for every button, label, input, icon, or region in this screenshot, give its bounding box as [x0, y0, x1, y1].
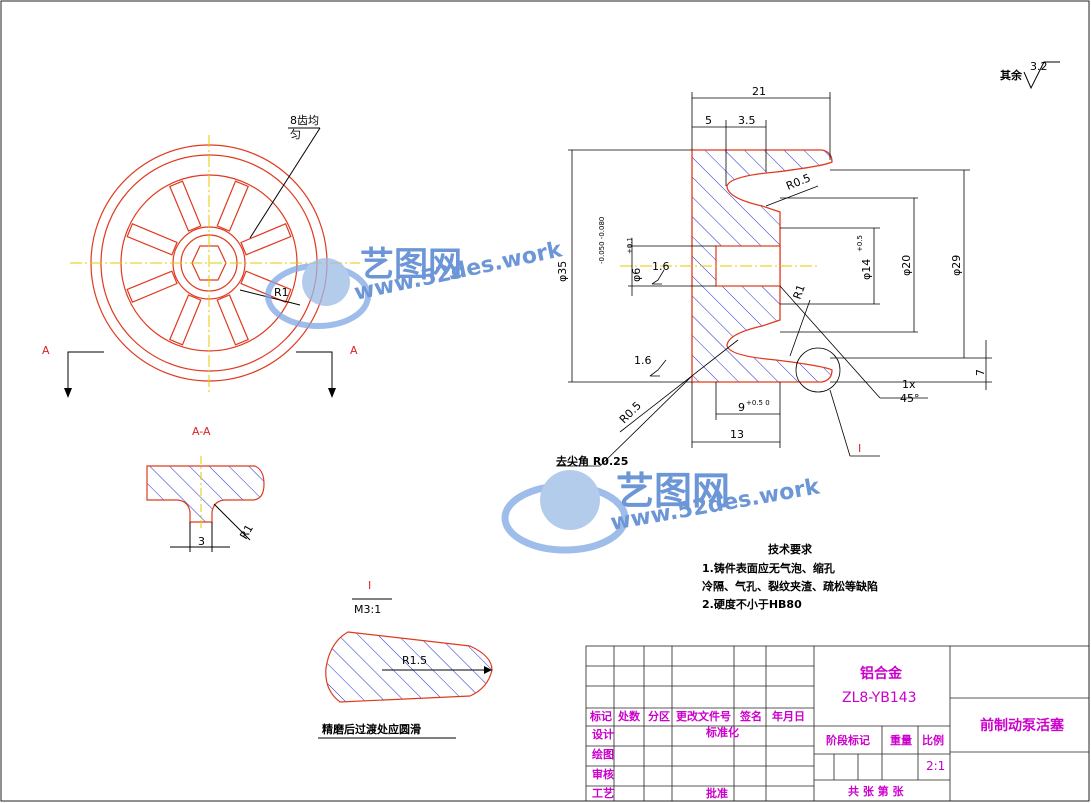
title-block-text: 标记 处数 分区 更改文件号 签名 年月日 设计 标准化 绘图 审核 工艺 批准…: [589, 665, 1065, 800]
wheel-spoke: [240, 223, 292, 256]
main-view-dimensions: [556, 92, 992, 467]
detail-label: I: [368, 579, 371, 592]
wheel-spoke: [216, 180, 249, 232]
dim-chamfer-angle: 45°: [900, 392, 920, 405]
front-radius-label: R1: [274, 286, 289, 299]
dim-bore-len-tol: +0.5 0: [746, 399, 770, 407]
deburr-note: 去尖角 R0.25: [556, 454, 628, 468]
roughness-prefix: 其余: [1000, 68, 1023, 82]
watermark-brand-2: 艺图网: [616, 469, 730, 513]
watermark-1: 艺图网 www.52des.work: [265, 237, 566, 329]
spoke-note-2: 匀: [290, 128, 301, 141]
watermark-brand-1: 艺图网: [360, 245, 462, 285]
section-width-dim: 3: [198, 535, 205, 548]
detail-scale: M3:1: [354, 603, 381, 616]
tb-role-approve: 批准: [706, 786, 728, 800]
dim-hole-dia-tol: +0.1: [626, 237, 634, 254]
watermark-2: 艺图网 www.52des.work: [501, 469, 823, 554]
main-view: [620, 149, 833, 383]
tech-title: 技术要求: [768, 542, 813, 556]
dim-inner-dia: φ14: [860, 259, 873, 280]
dim-dia-20: φ20: [900, 255, 913, 276]
tb-header-0: 标记: [589, 709, 612, 723]
dim-total-width: 21: [752, 85, 766, 98]
wheel-spoke: [126, 223, 178, 256]
wheel-spokes: [126, 180, 292, 346]
dim-hole-dia: φ6: [630, 268, 643, 282]
section-radius-dim: R1: [237, 522, 256, 541]
wheel-spoke: [169, 180, 202, 232]
dim-inner-dia-tol: +0.5: [856, 235, 864, 252]
detail-radius: R1.5: [402, 654, 427, 667]
tech-item-1: 1.铸件表面应无气泡、缩孔: [702, 561, 835, 575]
dim-outer-dia-tol: -0.050 -0.080: [598, 217, 606, 264]
title-block: [585, 645, 1090, 802]
roughness-bore: 1.6: [652, 260, 670, 273]
tb-header-5: 年月日: [772, 709, 805, 723]
tb-weight-label: 重量: [890, 733, 912, 747]
tb-scale-label: 比例: [922, 733, 944, 747]
tb-header-2: 分区: [648, 709, 670, 723]
wheel-spoke: [126, 270, 178, 303]
dim-dia-29: φ29: [950, 255, 963, 276]
tb-header-1: 处数: [617, 709, 641, 723]
tb-material: 铝合金: [860, 665, 903, 682]
dim-outer-dia: φ35: [556, 261, 569, 282]
dim-r05-lower: R0.5: [617, 399, 644, 426]
tb-role-design: 设计: [592, 727, 614, 741]
wheel-spoke: [216, 294, 249, 346]
tb-header-3: 更改文件号: [676, 709, 731, 723]
dim-r1: R1: [791, 283, 808, 301]
tb-role-process: 工艺: [592, 786, 614, 800]
tb-scale-value: 2:1: [926, 759, 945, 773]
roughness-face: 1.6: [634, 354, 652, 367]
wheel-spoke: [169, 294, 202, 346]
tb-role-drawing: 绘图: [592, 747, 614, 761]
main-detail-label: I: [858, 442, 861, 455]
main-view-labels: 21 5 3.5 R0.5 φ35 -0.050 -0.080 φ6 +0.1 …: [556, 85, 987, 468]
dim-chamfer: 1x: [902, 378, 916, 391]
tb-code: ZL8-YB143: [842, 690, 917, 706]
spoke-note: 8齿均: [290, 114, 319, 127]
front-view-annotations: 8齿均 匀 R1 A A: [42, 114, 358, 398]
tb-stage-label: 阶段标记: [826, 733, 870, 747]
tb-header-4: 签名: [739, 709, 762, 723]
section-mark-left: A: [42, 344, 50, 357]
tech-requirements: 技术要求 1.铸件表面应无气泡、缩孔 冷隔、气孔、裂纹夹渣、疏松等缺陷 2.硬度…: [702, 542, 878, 611]
roughness-symbol: 其余 3.2: [1000, 60, 1060, 90]
roughness-value: 3.2: [1030, 60, 1048, 73]
section-title: A-A: [192, 425, 211, 438]
tb-role-standard: 标准化: [705, 725, 739, 739]
tb-part-name: 前制动泵活塞: [980, 717, 1065, 734]
tb-sheets: 共 张 第 张: [848, 784, 904, 798]
detail-note: 精磨后过渡处应圆滑: [322, 722, 421, 736]
detail-view: I M3:1 R1.5 精磨后过渡处应圆滑: [318, 579, 493, 739]
tb-role-review: 审核: [592, 767, 614, 781]
dim-height-7: 7: [974, 369, 987, 376]
dim-groove-offset: 3.5: [738, 114, 756, 127]
dim-len-13: 13: [730, 428, 744, 441]
tech-item-3: 2.硬度不小于HB80: [702, 597, 802, 611]
section-aa: A-A 3 R1: [146, 425, 265, 552]
tech-item-2: 冷隔、气孔、裂纹夹渣、疏松等缺陷: [702, 579, 878, 593]
dim-left-step: 5: [705, 114, 712, 127]
dim-bore-len: 9: [738, 401, 745, 414]
section-mark-right: A: [350, 344, 358, 357]
